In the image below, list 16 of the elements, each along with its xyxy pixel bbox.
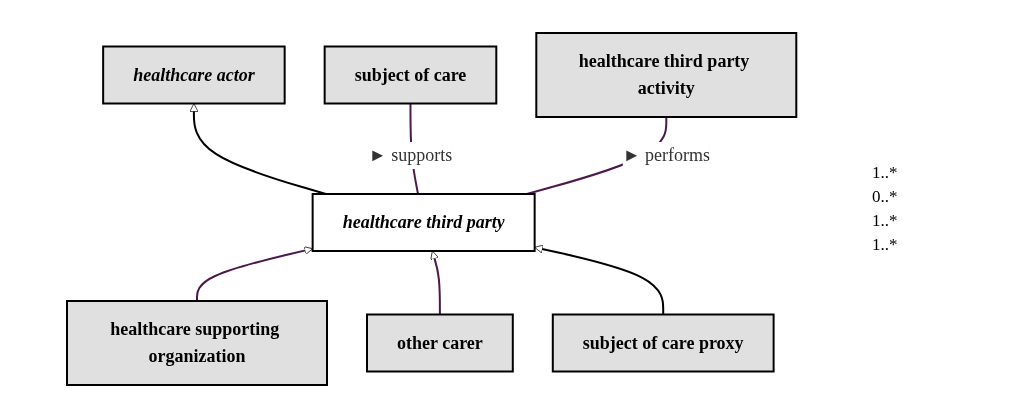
node-box: subject of care proxy [552, 313, 775, 372]
multiplicity-label: 1..* [872, 210, 899, 231]
multiplicity-label: 1..* [872, 234, 899, 255]
node-box: healthcare third party activity [535, 31, 798, 118]
arrow [430, 250, 442, 315]
multiplicity-label: 0..* [872, 186, 899, 207]
arrow [196, 245, 314, 302]
node-box: healthcare supporting organization [66, 299, 329, 386]
edge-label: ► supports [369, 144, 453, 165]
node-box: healthcare third party [312, 192, 536, 252]
node-box: healthcare actor [102, 45, 286, 104]
node-box: subject of care [324, 45, 498, 104]
arrow [534, 244, 665, 315]
edge-label: ► performs [622, 144, 711, 165]
multiplicity-label: 1..* [872, 162, 899, 183]
node-box: other carer [366, 313, 515, 372]
